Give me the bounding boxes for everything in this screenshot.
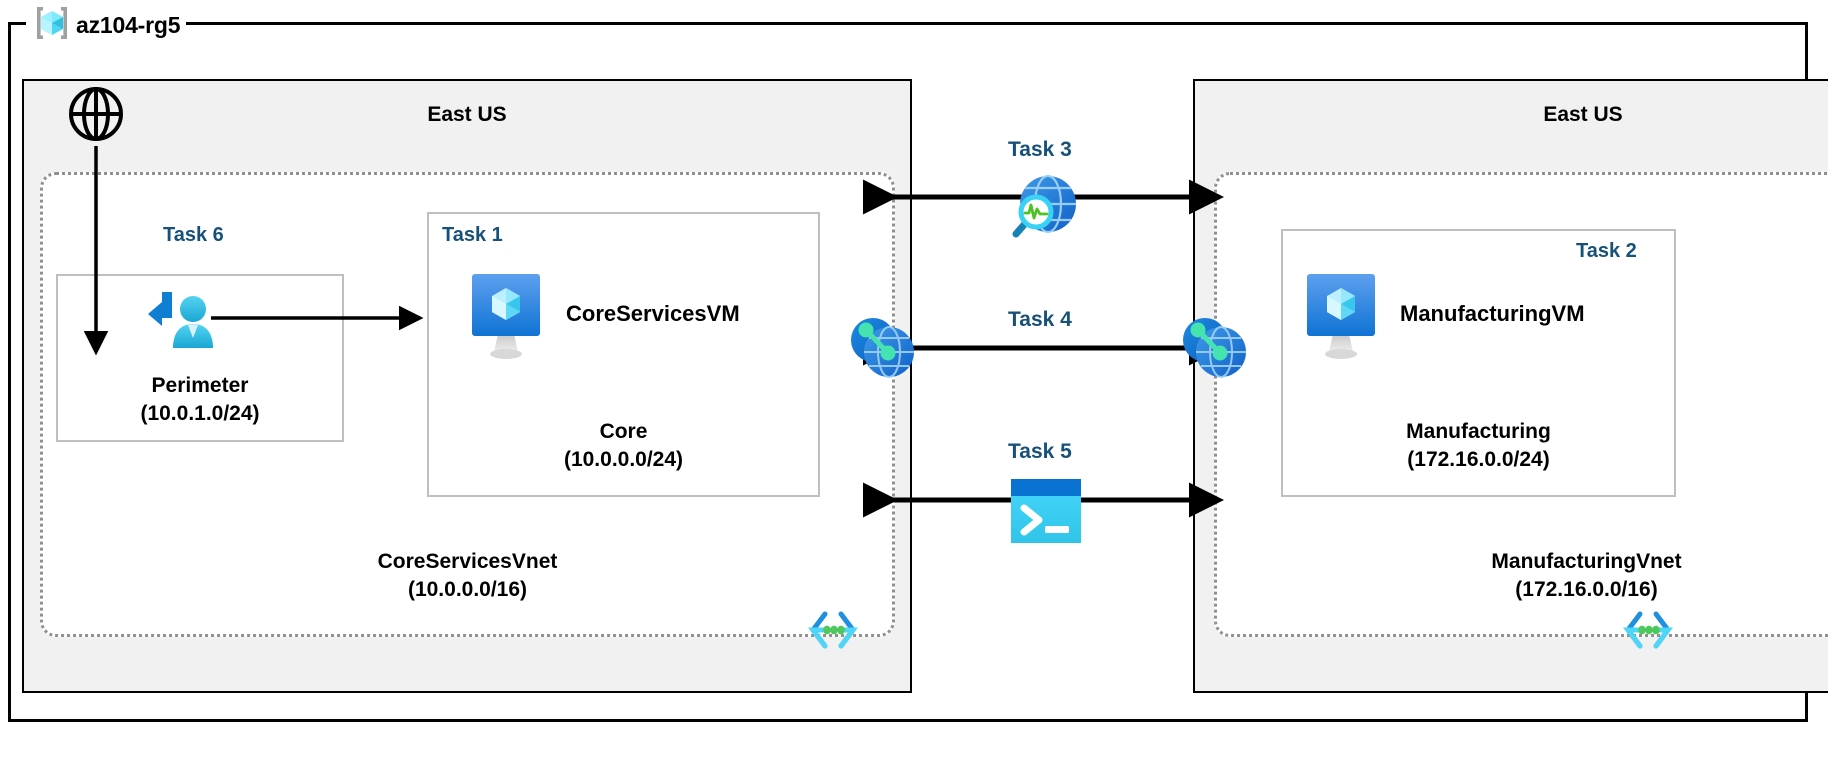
subnet-core-label: Core (10.0.0.0/24) — [427, 418, 820, 475]
region-left-label: East US — [427, 103, 507, 126]
vnet-coreservicesvnet-cidr: (10.0.0.0/16) — [407, 578, 528, 602]
vm-name-coreservicesvm: CoreServicesVM — [566, 301, 740, 326]
subnet-manufacturing-cidr: (172.16.0.0/24) — [1407, 448, 1550, 472]
vnet-manufacturingvnet-cidr: (172.16.0.0/16) — [1515, 578, 1658, 602]
bastion-user-icon — [144, 288, 222, 371]
vnet-peering-icon — [1177, 310, 1255, 393]
subnet-manufacturing-name: Manufacturing — [1406, 420, 1551, 443]
task-label-3: Task 3 — [1008, 138, 1072, 161]
vnet-peering-icon — [845, 310, 923, 393]
subnet-perimeter-cidr: (10.0.1.0/24) — [140, 402, 260, 426]
region-right-label: East US — [1543, 103, 1623, 126]
task-label-6: Task 6 — [163, 224, 224, 246]
globe-icon — [66, 84, 126, 149]
subnet-code-icon — [1620, 608, 1676, 657]
resource-group-name: az104-rg5 — [76, 11, 181, 38]
resource-group-title: az104-rg5 — [26, 6, 187, 42]
vm-name-manufacturingvm: ManufacturingVM — [1400, 301, 1585, 326]
task-label-2: Task 2 — [1576, 240, 1637, 262]
network-watcher-icon — [1000, 168, 1084, 253]
subnet-code-icon — [805, 608, 861, 657]
virtual-machine-icon — [468, 272, 544, 373]
subnet-perimeter-name: Perimeter — [151, 374, 249, 397]
subnet-perimeter-label: Perimeter (10.0.1.0/24) — [56, 372, 344, 429]
azure-resource-group-icon — [32, 3, 72, 48]
task-label-5: Task 5 — [1008, 440, 1072, 463]
vnet-coreservicesvnet-name: CoreServicesVnet — [377, 550, 558, 573]
vnet-manufacturingvnet-name: ManufacturingVnet — [1491, 550, 1682, 573]
subnet-core-cidr: (10.0.0.0/24) — [563, 448, 684, 472]
vnet-manufacturingvnet-label: ManufacturingVnet (172.16.0.0/16) — [1214, 548, 1828, 605]
subnet-manufacturing — [1281, 229, 1676, 497]
task-label-1: Task 1 — [442, 224, 503, 246]
virtual-machine-icon — [1303, 272, 1379, 373]
subnet-manufacturing-label: Manufacturing (172.16.0.0/24) — [1281, 418, 1676, 475]
cloud-shell-icon — [1007, 475, 1085, 552]
vnet-coreservicesvnet-label: CoreServicesVnet (10.0.0.0/16) — [40, 548, 895, 605]
task-label-4: Task 4 — [1008, 308, 1072, 331]
subnet-core-name: Core — [599, 420, 648, 443]
